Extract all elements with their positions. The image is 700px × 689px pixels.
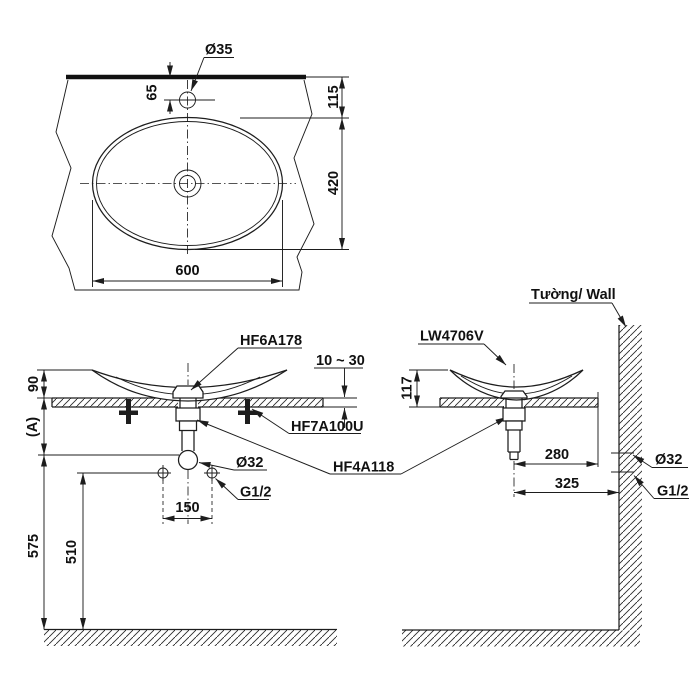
label-model-leader: [483, 343, 507, 366]
mounting-bolt-right: [238, 399, 257, 424]
floor-front-hatch: [44, 630, 337, 646]
countertop-side-hatch-right: [524, 398, 598, 407]
basin-front-outer: [91, 369, 288, 402]
dim-510-label: 510: [64, 540, 80, 564]
label-g12-front-leader: [215, 478, 239, 500]
counter-break-outline: [51, 79, 315, 291]
label-waste-dia-side: Ø32: [655, 452, 682, 468]
countertop-front-hatch-right: [198, 398, 323, 407]
basin-side-outer: [449, 369, 584, 401]
label-pop-up-drain: HF6A178: [240, 333, 302, 349]
basin-side-rim: [449, 369, 584, 388]
supply-point-left: [155, 465, 171, 481]
dim-600-label: 600: [175, 263, 199, 279]
label-d35-leader: [190, 57, 205, 92]
supply-point-right: [204, 465, 220, 481]
label-d32-front-leader: [198, 461, 235, 471]
dim-325-label: 325: [555, 476, 579, 492]
floor-side-hatch: [402, 630, 640, 647]
dim-150-label: 150: [175, 500, 199, 516]
label-hf6a178-leader: [190, 347, 239, 391]
side-section-view: Tường/ Wall LW4706V 117 280 325 Ø32 G1/2: [400, 287, 689, 647]
dim-115-label: 115: [326, 85, 342, 108]
label-supply-thread-front: G1/2: [240, 485, 271, 501]
dim-A-label: (A): [25, 417, 41, 437]
dim-575-label: 575: [26, 534, 42, 558]
mounting-bolt-left: [119, 399, 138, 424]
label-g12-side-leader: [633, 475, 655, 499]
label-hf4a118-leader-right: [400, 416, 508, 475]
waste-outlet-circle: [177, 449, 199, 471]
countertop-side: [439, 397, 599, 408]
wall-section-hatch: [619, 325, 642, 630]
label-wall-leader: [611, 302, 627, 328]
dim-280-label: 280: [545, 447, 569, 463]
label-hf7a100u-leader: [251, 408, 290, 434]
dim-faucet-hole-dia-label: Ø35: [205, 42, 232, 58]
dim-65-label: 65: [145, 84, 161, 100]
label-fixing-kit: HF7A100U: [291, 419, 364, 435]
label-supply-thread-side: G1/2: [657, 484, 688, 500]
label-waste-dia-front: Ø32: [236, 455, 263, 471]
label-wall: Tường/ Wall: [531, 287, 616, 303]
dim-117-label: 117: [400, 376, 416, 399]
countertop-front: [51, 397, 324, 408]
dim-counter-thickness-label: 10 ~ 30: [316, 353, 365, 369]
front-section-view: HF6A178 10 ~ 30 HF7A100U HF4A118 Ø32 G1/…: [25, 333, 508, 646]
dim-90-label: 90: [26, 376, 42, 392]
countertop-front-hatch-left: [52, 398, 178, 407]
label-hf4a118-leader-left: [196, 419, 331, 475]
top-plan-view: Ø35 65 115 420 600: [51, 42, 349, 291]
ext-counter-right: [323, 397, 357, 408]
dim-420-label: 420: [326, 171, 342, 195]
label-model-code: LW4706V: [420, 329, 484, 345]
drain-assembly-side: [500, 364, 528, 497]
label-p-trap: HF4A118: [333, 460, 394, 476]
label-d32-side-leader: [632, 454, 653, 468]
countertop-side-hatch-left: [440, 398, 504, 407]
